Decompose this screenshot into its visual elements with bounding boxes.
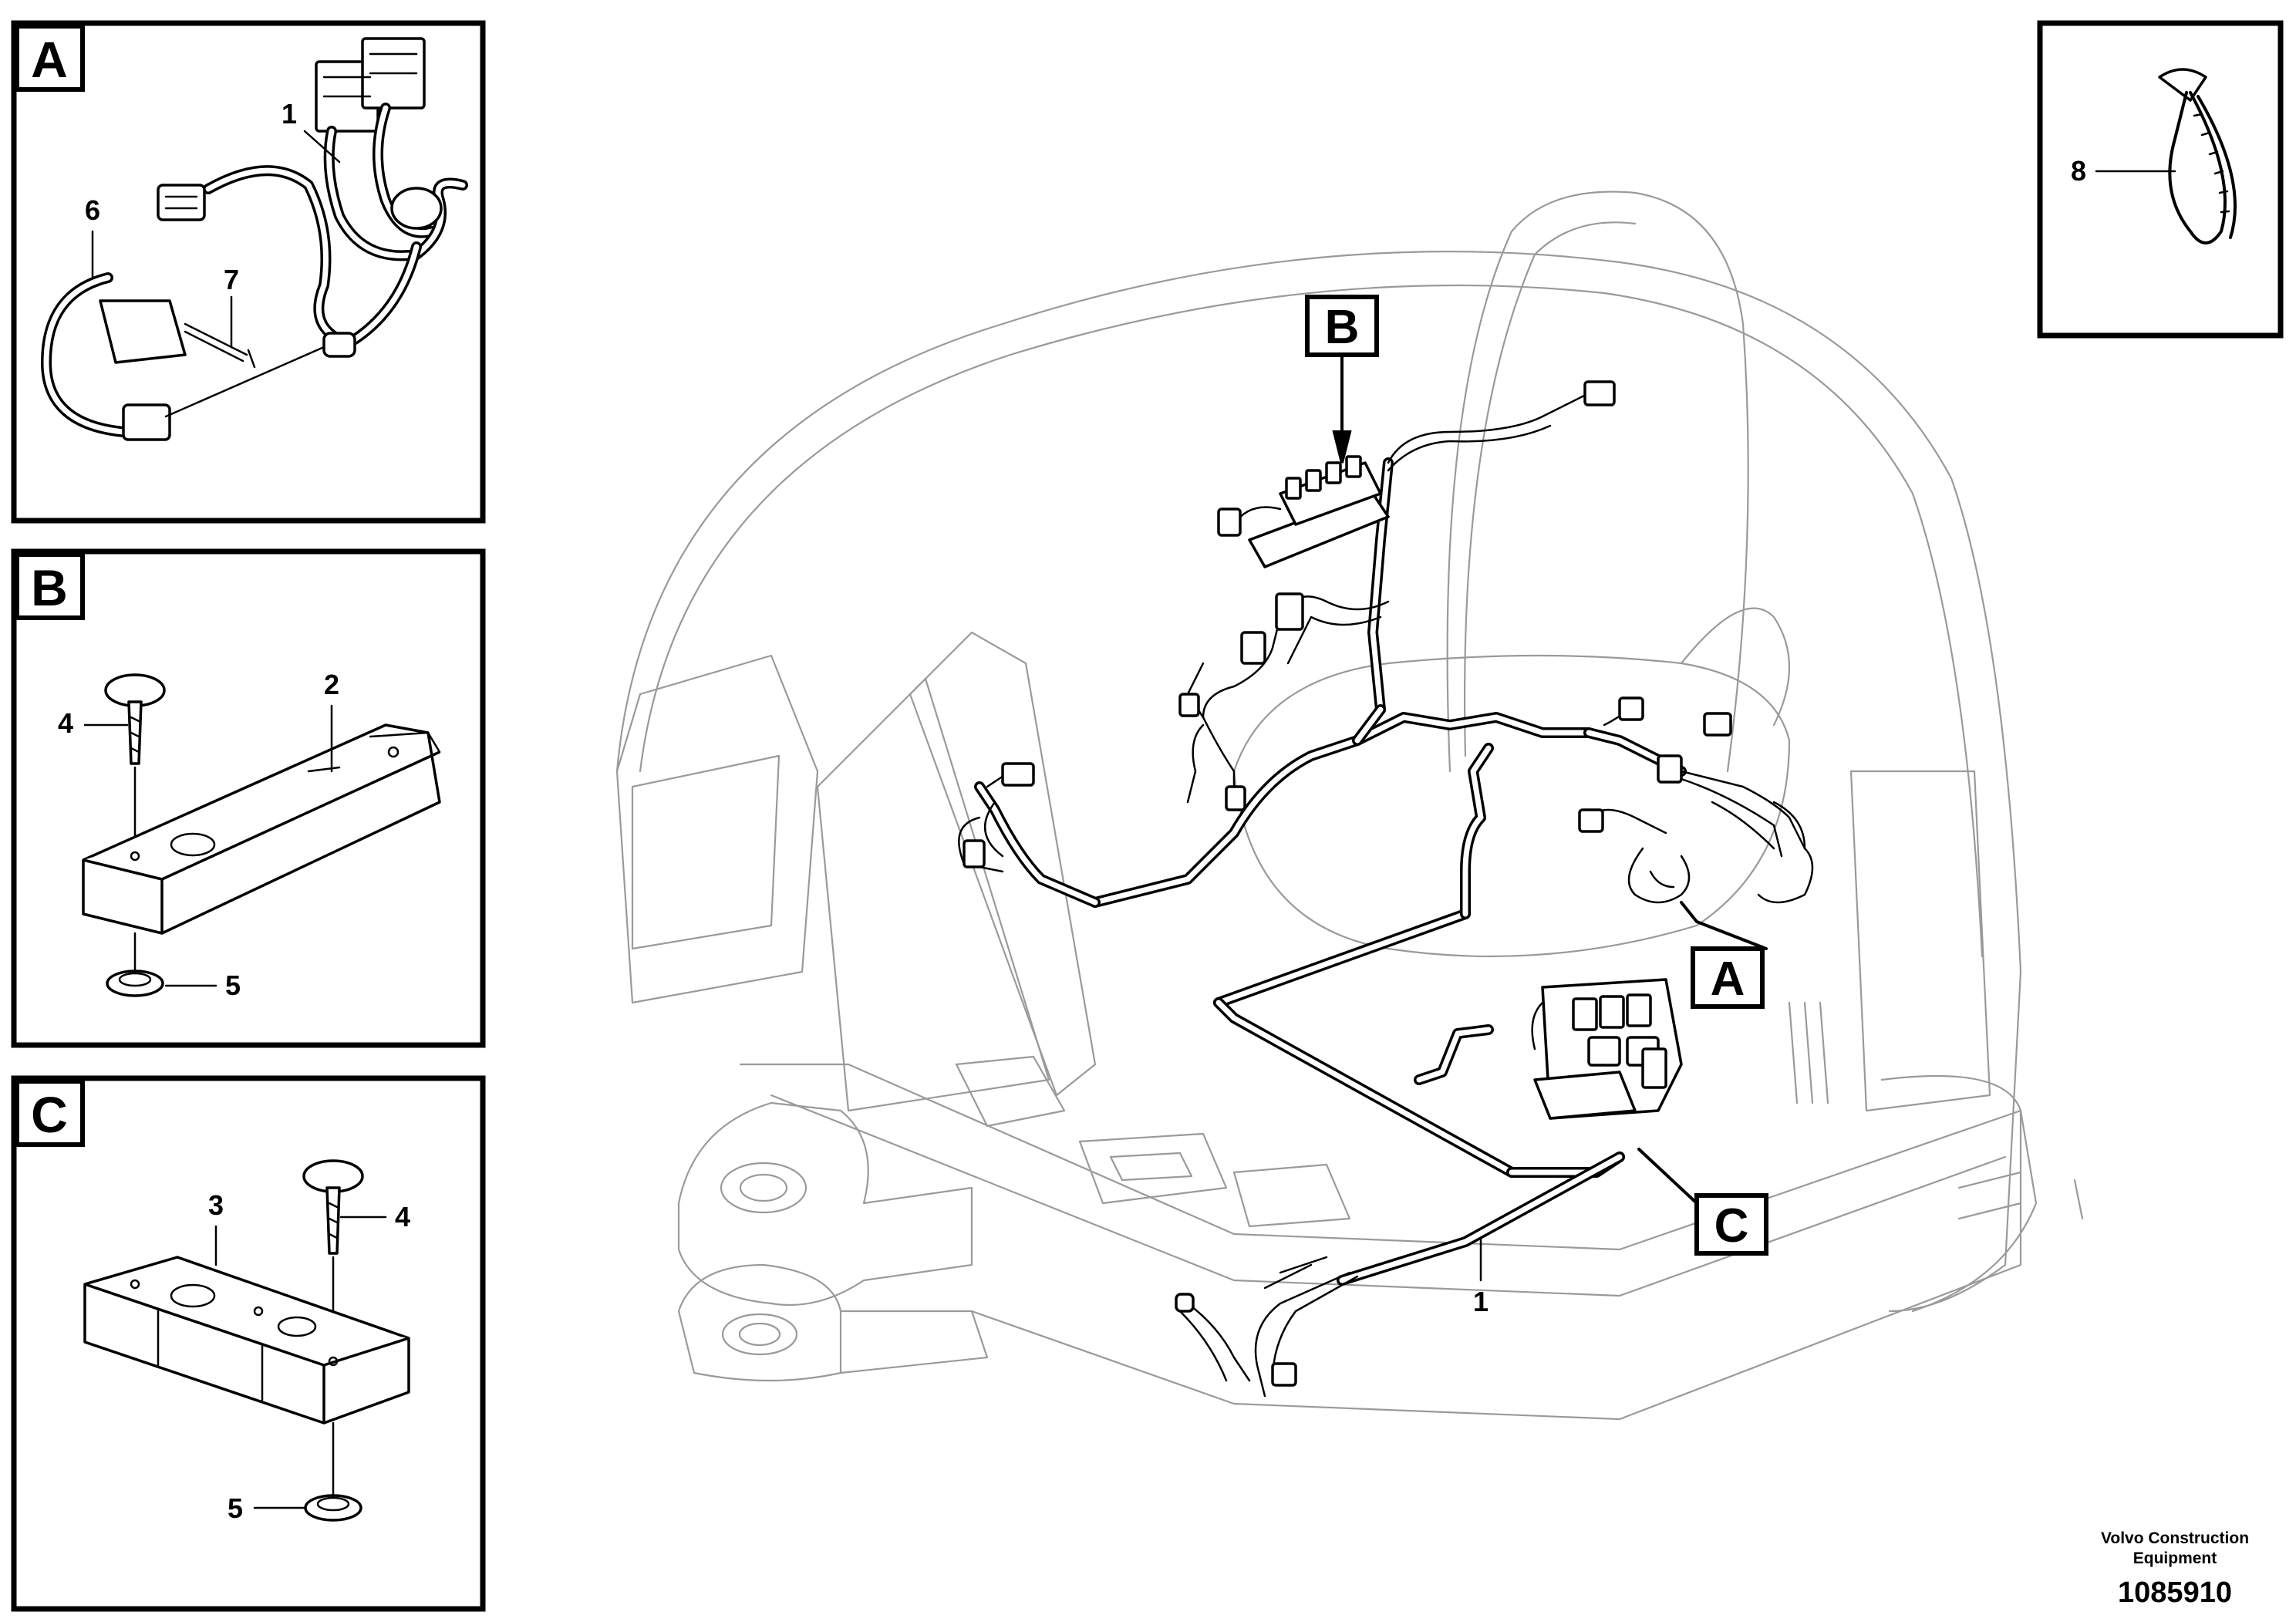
panel-cable-tie: 8 [2037,20,2284,339]
label-B: B [1325,301,1360,354]
drawing-number: 1085910 [2118,1576,2232,1609]
panel-C-callout-5: 5 [228,1492,243,1524]
panel-A-callout-7: 7 [224,264,239,295]
panel-A-letter: A [31,31,68,88]
panel-C: C 3 4 5 [11,1075,486,1612]
brand-line-1: Volvo Construction [2101,1529,2249,1547]
cab-outline [615,191,2084,1421]
harness-number: 1 [1473,1286,1489,1317]
footer: Volvo Construction Equipment 1085910 [2101,1529,2249,1609]
panel-A: A 1 6 7 [11,20,486,524]
panel-B-callout-4: 4 [58,707,73,739]
label-B-marker: B [1305,295,1379,464]
panel-C-callout-3: 3 [208,1189,224,1221]
panel-C-callout-4: 4 [395,1201,410,1233]
tie-callout-8: 8 [2071,155,2086,187]
label-C: C [1714,1199,1749,1253]
cab-wiring-harness [958,380,1814,1398]
callout-harness-1: 1 [1473,1236,1489,1317]
label-A: A [1711,953,1745,1006]
brand-line-2: Equipment [2133,1549,2217,1567]
panel-B: B 4 2 5 [11,548,486,1048]
label-C-marker: C [1637,1148,1768,1256]
panel-C-letter: C [31,1086,68,1143]
panel-B-callout-2: 2 [324,669,339,700]
label-A-marker: A [1680,901,1768,1009]
panel-B-letter: B [31,559,68,616]
panel-A-callout-1: 1 [282,98,297,130]
panel-B-callout-5: 5 [225,969,241,1001]
panel-A-callout-6: 6 [85,194,100,226]
